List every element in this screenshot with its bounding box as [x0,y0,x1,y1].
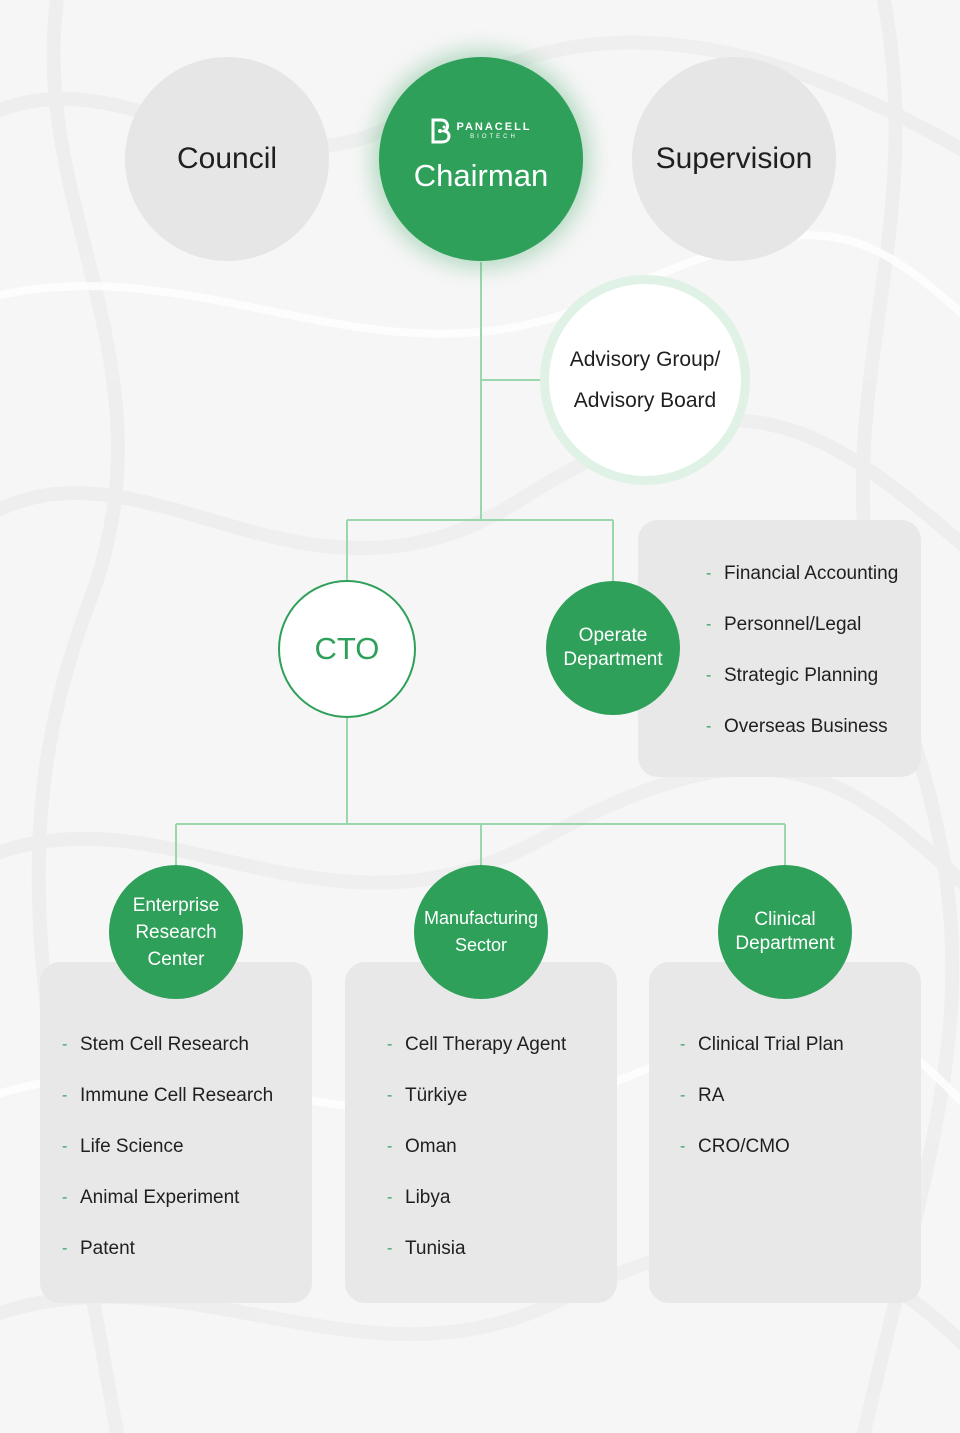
list-item: -Animal Experiment [62,1187,240,1208]
council-node: Council [125,57,329,261]
list-item: -Immune Cell Research [62,1085,274,1106]
list-item: -RA [680,1085,725,1106]
bullet-dash: - [62,1087,68,1104]
logo-wordmark: PANACELL [456,121,532,133]
operate-department-panel: -Financial Accounting -Personnel/Legal -… [638,520,921,777]
bullet-dash: - [62,1240,68,1257]
manufacturing-sector-panel: -Cell Therapy Agent -Türkiye -Oman -Liby… [345,962,617,1303]
bullet-dash: - [62,1036,68,1053]
bullet-dash: - [387,1240,393,1257]
manufacturing-sector-node: Manufacturing Sector [414,865,548,999]
operate-label-line2: Department [563,649,663,670]
bullet-dash: - [706,667,712,684]
logo-subtitle: BIOTECH [470,134,518,140]
bullet-dash: - [680,1138,686,1155]
advisory-node: Advisory Group/ Advisory Board [540,275,750,485]
manufacturing-label-line2: Sector [454,935,508,955]
advisory-label-line2: Advisory Board [573,389,717,412]
list-item: -Stem Cell Research [62,1034,249,1055]
cto-label: CTO [314,631,380,666]
enterprise-item-list: -Stem Cell Research -Immune Cell Researc… [62,1033,312,1288]
bullet-dash: - [706,718,712,735]
chairman-label: Chairman [413,158,549,193]
bullet-dash: - [62,1189,68,1206]
enterprise-label-line2: Research [135,921,217,943]
bullet-dash: - [680,1087,686,1104]
bullet-dash: - [706,616,712,633]
list-item: -Life Science [62,1136,184,1157]
bullet-dash: - [387,1036,393,1053]
chairman-node: PANACELL BIOTECH Chairman [379,57,583,261]
council-label: Council [176,142,278,175]
list-item: -Clinical Trial Plan [680,1034,844,1055]
bullet-dash: - [680,1036,686,1053]
clinical-department-node: Clinical Department [718,865,852,999]
bullet-dash: - [387,1189,393,1206]
cto-node: CTO [278,580,416,718]
panacell-logo: PANACELL BIOTECH [430,118,531,144]
bullet-dash: - [387,1138,393,1155]
manufacturing-label-line1: Manufacturing [423,908,539,928]
enterprise-label-line3: Center [147,948,205,970]
list-item: -Oman [387,1136,457,1157]
advisory-label-line1: Advisory Group/ [569,348,721,371]
bullet-dash: - [706,565,712,582]
list-item: -Personnel/Legal [706,614,862,635]
list-item: -Libya [387,1187,451,1208]
bullet-dash: - [387,1087,393,1104]
list-item: -Cell Therapy Agent [387,1034,567,1055]
list-item: -Tunisia [387,1238,466,1259]
enterprise-research-node: Enterprise Research Center [109,865,243,999]
list-item: -Patent [62,1238,135,1259]
list-item: -Overseas Business [706,716,888,737]
list-item: -CRO/CMO [680,1136,790,1157]
list-item: -Financial Accounting [706,563,899,584]
clinical-label-line2: Department [735,933,835,954]
bullet-dash: - [62,1138,68,1155]
list-item: -Türkiye [387,1085,468,1106]
manufacturing-item-list: -Cell Therapy Agent -Türkiye -Oman -Liby… [387,1033,617,1288]
operate-department-node: Operate Department [546,581,680,715]
list-item: -Strategic Planning [706,665,879,686]
clinical-department-panel: -Clinical Trial Plan -RA -CRO/CMO [649,962,921,1303]
supervision-label: Supervision [655,142,813,175]
enterprise-label-line1: Enterprise [132,894,220,916]
supervision-node: Supervision [632,57,836,261]
enterprise-research-panel: -Stem Cell Research -Immune Cell Researc… [40,962,312,1303]
clinical-label-line1: Clinical [754,909,816,930]
panacell-logo-icon [431,118,451,144]
clinical-item-list: -Clinical Trial Plan -RA -CRO/CMO [680,1033,921,1186]
operate-label-line1: Operate [578,625,648,646]
operate-item-list: -Financial Accounting -Personnel/Legal -… [706,562,921,766]
